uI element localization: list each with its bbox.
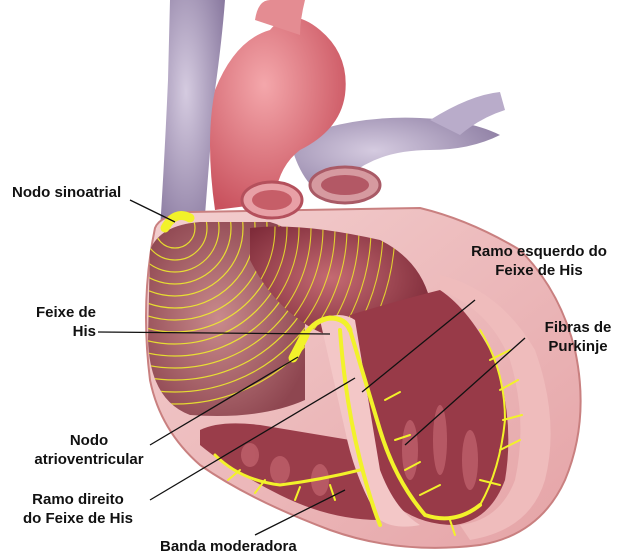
label-right-branch-line1: Ramo direito	[4, 490, 152, 509]
label-right-bundle-branch: Ramo direito do Feixe de His	[4, 490, 152, 528]
label-moderator-band-line1: Banda moderadora	[160, 537, 297, 556]
label-moderator-band: Banda moderadora	[160, 537, 297, 556]
label-his-bundle-line1: Feixe de	[20, 303, 96, 322]
label-right-branch-line2: do Feixe de His	[4, 509, 152, 528]
label-purkinje-line2: Purkinje	[528, 337, 628, 356]
label-left-branch-line2: Feixe de His	[454, 261, 624, 280]
label-sinoatrial-node: Nodo sinoatrial	[12, 183, 121, 202]
label-his-bundle-line2: His	[20, 322, 96, 341]
label-av-node-line2: atrioventricular	[14, 450, 164, 469]
aortic-lumen	[252, 190, 292, 210]
label-purkinje-fibers: Fibras de Purkinje	[528, 318, 628, 356]
label-purkinje-line1: Fibras de	[528, 318, 628, 337]
pulmonary-lumen	[321, 175, 369, 195]
label-left-branch-line1: Ramo esquerdo do	[454, 242, 624, 261]
label-sinoatrial-line1: Nodo sinoatrial	[12, 183, 121, 202]
label-his-bundle: Feixe de His	[20, 303, 96, 341]
label-av-node: Nodo atrioventricular	[14, 431, 164, 469]
label-av-node-line1: Nodo	[14, 431, 164, 450]
label-left-bundle-branch: Ramo esquerdo do Feixe de His	[454, 242, 624, 280]
